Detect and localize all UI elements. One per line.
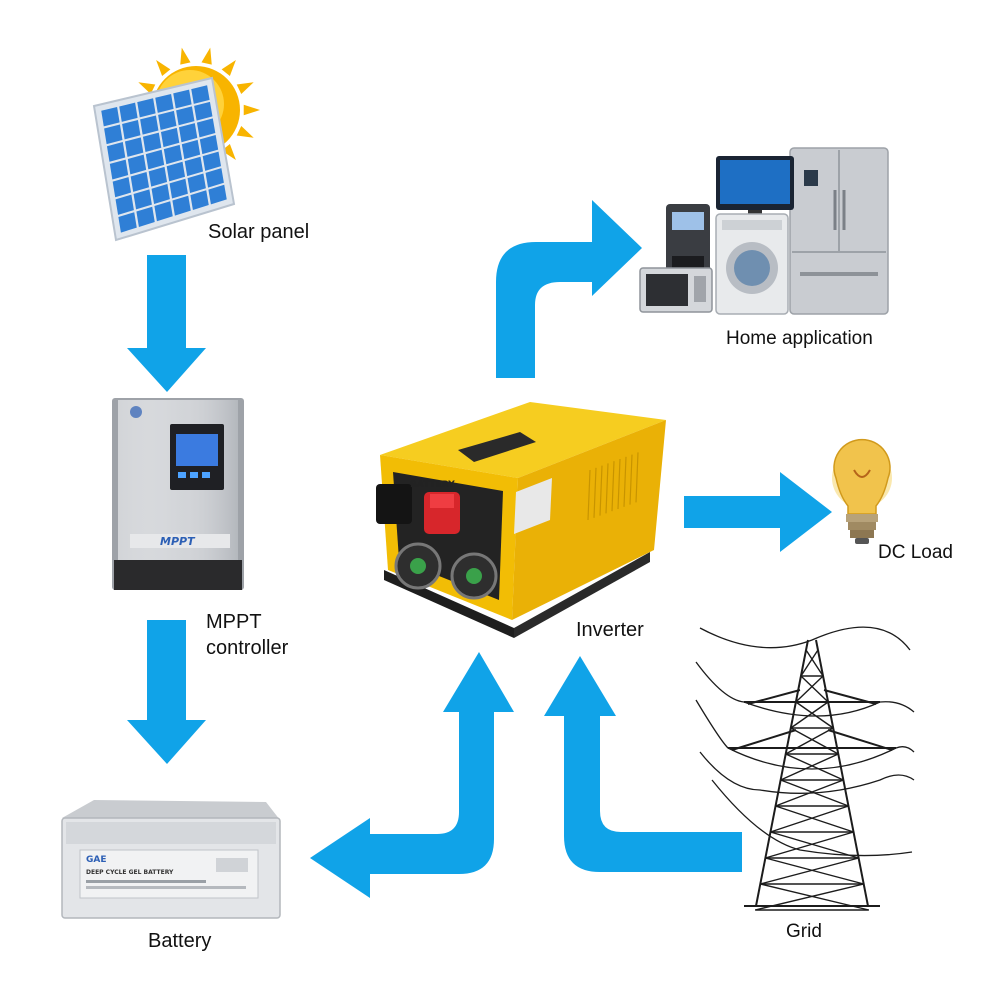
arrow-inverter-to-dcload [684,472,832,552]
power-tower-icon [695,626,915,911]
controller-badge: MPPT [160,535,196,548]
label-mppt: MPPT [206,611,262,633]
inverter-icon: BATTERY [376,402,666,638]
mppt-controller-icon: MPPT [112,398,244,590]
battery-title: DEEP CYCLE GEL BATTERY [86,869,174,876]
battery-icon: GAE DEEP CYCLE GEL BATTERY [61,800,281,919]
solar-panel-icon [92,76,236,242]
label-solar-panel: Solar panel [208,221,310,243]
arrow-battery-inverter [310,652,514,898]
label-battery: Battery [148,930,212,952]
arrow-grid-to-inverter [544,656,742,872]
arrow-solar-to-controller [127,255,206,392]
label-grid: Grid [786,921,822,942]
arrow-controller-to-battery [127,620,206,764]
appliances-icon [639,147,889,315]
label-dc-load: DC Load [878,542,953,563]
arrow-inverter-to-home [496,200,642,378]
label-home-application: Home application [726,328,873,349]
inverter-battery-text: BATTERY [410,480,455,490]
flow-arrows [127,200,832,898]
light-bulb-icon [832,438,892,544]
battery-brand: GAE [86,855,107,865]
label-inverter: Inverter [576,619,644,641]
label-controller: controller [206,637,289,659]
